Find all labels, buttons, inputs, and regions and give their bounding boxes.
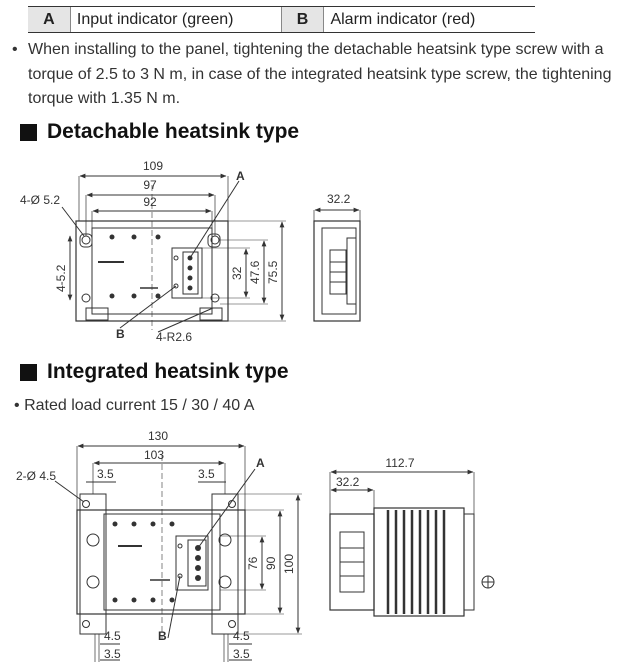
int-dim-hole: 2-Ø 4.5 bbox=[16, 469, 56, 483]
legend-label-b: Alarm indicator (red) bbox=[330, 10, 476, 28]
detachable-side-view bbox=[313, 207, 361, 322]
detachable-front-view bbox=[75, 185, 229, 330]
int-dim-bottom-l2: 3.5 bbox=[104, 647, 121, 661]
det-label-a: A bbox=[236, 169, 245, 183]
int-dim-76: 76 bbox=[246, 556, 260, 570]
det-dim-hole: 4-Ø 5.2 bbox=[20, 193, 60, 207]
int-dim-100: 100 bbox=[282, 554, 296, 574]
det-dim-slot: 4-5.2 bbox=[54, 264, 68, 292]
note-text: When installing to the panel, tightening… bbox=[28, 41, 612, 107]
legend-key-a: A bbox=[28, 7, 71, 32]
int-label-a: A bbox=[256, 456, 265, 470]
integrated-title: Integrated heatsink type bbox=[47, 360, 289, 383]
indicator-legend: A Input indicator (green) B Alarm indica… bbox=[28, 6, 535, 33]
integrated-side-view bbox=[329, 469, 495, 617]
int-dim-offset-right: 3.5 bbox=[198, 467, 215, 481]
det-dim-radius: 4-R2.6 bbox=[156, 330, 192, 344]
legend-label-a: Input indicator (green) bbox=[71, 7, 282, 32]
int-dim-bottom-l1: 4.5 bbox=[104, 629, 121, 643]
integrated-dimensions bbox=[54, 443, 302, 661]
integrated-heading: Integrated heatsink type bbox=[20, 360, 289, 384]
int-dim-130: 130 bbox=[148, 429, 168, 443]
det-dim-47: 47.6 bbox=[248, 260, 262, 284]
int-label-b: B bbox=[158, 629, 167, 643]
rated-text: Rated load current 15 / 30 / 40 A bbox=[24, 397, 255, 414]
int-dim-offset-left: 3.5 bbox=[97, 467, 114, 481]
heading-square-icon bbox=[20, 123, 37, 141]
det-label-b: B bbox=[116, 327, 125, 341]
det-dim-92: 92 bbox=[143, 195, 157, 209]
detachable-dimensions bbox=[61, 173, 286, 333]
rated-load-note: • Rated load current 15 / 30 / 40 A bbox=[14, 397, 254, 415]
int-dim-90: 90 bbox=[264, 556, 278, 570]
det-dim-depth: 32.2 bbox=[327, 192, 351, 206]
det-dim-109: 109 bbox=[143, 159, 163, 173]
det-dim-32: 32 bbox=[230, 266, 244, 280]
int-dim-depth-total: 112.7 bbox=[385, 456, 414, 470]
det-dim-97: 97 bbox=[143, 178, 157, 192]
rated-bullet: • bbox=[14, 397, 20, 414]
detachable-title: Detachable heatsink type bbox=[47, 120, 300, 143]
det-dim-75: 75.5 bbox=[266, 260, 280, 284]
int-dim-103: 103 bbox=[144, 448, 164, 462]
int-dim-bottom-r2: 3.5 bbox=[233, 647, 250, 661]
heading-square-icon bbox=[20, 363, 37, 381]
int-dim-depth-front: 32.2 bbox=[336, 475, 360, 489]
int-dim-bottom-r1: 4.5 bbox=[233, 629, 250, 643]
note-bullet: • bbox=[12, 41, 18, 58]
integrated-front-view bbox=[76, 455, 246, 662]
detachable-heading: Detachable heatsink type bbox=[20, 120, 299, 144]
legend-key-b: B bbox=[281, 7, 325, 32]
installation-note: • When installing to the panel, tighteni… bbox=[12, 38, 640, 112]
